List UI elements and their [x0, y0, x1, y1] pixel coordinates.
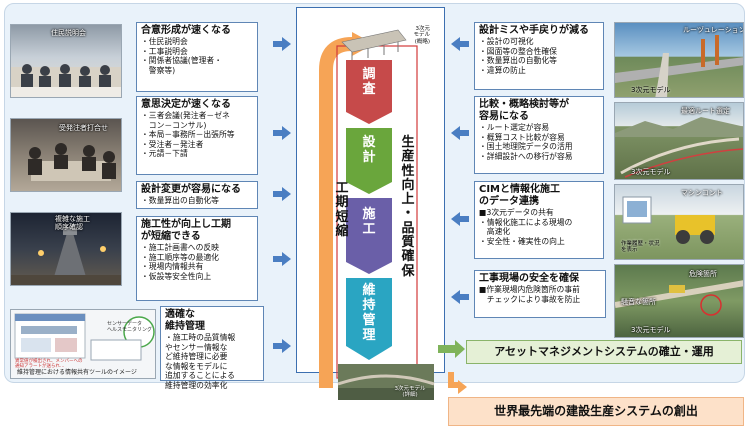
box-heading: 工事現場の安全を確保 — [479, 273, 579, 284]
box-heading: 意思決定が速くなる — [141, 99, 231, 110]
arrow-left-icon — [451, 290, 469, 304]
benefit-fewer-errors: 設計ミスや手戻りが減る ・設計の可視化 ・図面等の整合性確保 ・数量算出の自動化… — [474, 22, 604, 90]
photo-caption: 3次元モデル — [631, 86, 671, 94]
photo-caption: 最適ルート選定 — [681, 107, 730, 115]
world-leading-construction-system: 世界最先端の建設生産システムの創出 — [448, 397, 744, 426]
photo-3d-model-4: 危険箇所 騒音な箇所 3次元モデル — [614, 264, 744, 338]
stage-label-maintenance: 維持管理 — [362, 283, 376, 343]
box-heading: 施工性が向上し工期 — [141, 219, 231, 230]
arrow-right-icon — [273, 187, 291, 201]
stage-label-design: 設計 — [362, 135, 376, 165]
photo-caption: 3次元モデル — [631, 326, 671, 334]
box-heading: 合意形成が速くなる — [141, 25, 231, 36]
box-heading: 適確な — [165, 309, 195, 320]
photo-info-sharing-tool: センサーデータ ヘルスモニタリング 異常値が検出され、メンバーへの 通知アラート… — [10, 309, 156, 379]
photo-3d-model-2: 最適ルート選定 3次元モデル — [614, 102, 744, 180]
arrow-to-asset-icon — [438, 345, 456, 353]
photo-residents-meeting: 住民説明会 — [10, 24, 122, 98]
box-heading: 設計ミスや手戻りが減る — [479, 25, 589, 36]
benefit-consensus: 合意形成が速くなる ・住民説明会 ・工事説明会 ・関係者協議(管理者・ 警察等) — [136, 22, 258, 92]
arrow-right-icon — [273, 126, 291, 140]
asset-management-system: アセットマネジメントシステムの確立・運用 — [466, 340, 742, 364]
benefit-construction: 施工性が向上し工期 が短縮できる ・施工計画書への反映 ・施工順序等の最適化 ・… — [136, 216, 258, 301]
photo-caption: 騒音な箇所 — [621, 298, 656, 306]
photo-caption: 複雑な施工 順序確認 — [55, 215, 90, 231]
model-bottom-caption: 3次元モデル (詳細) — [394, 386, 426, 399]
benefit-comparison: 比較・概略検討等が 容易になる ・ルート選定が容易 ・概算コスト比較が容易 ・国… — [474, 96, 604, 174]
photo-caption: ルーヅュレーション — [683, 26, 744, 34]
box-heading: 維持管理 — [165, 321, 205, 333]
photo-caption: 受発注者打合せ — [59, 124, 108, 132]
stage-label-construction: 施工 — [362, 207, 376, 237]
box-heading: のデータ連携 — [479, 196, 539, 208]
photo-caption: 3次元モデル — [631, 168, 671, 176]
photo-owner-meeting: 受発注者打合せ — [10, 118, 122, 192]
benefit-decision: 意思決定が速くなる ・三者会議(発注者－ゼネ コン－コンサル) ・本局－事務所－… — [136, 96, 258, 175]
arrow-to-asset-icon — [455, 340, 465, 358]
box-heading: 設計変更が容易になる — [141, 184, 241, 195]
photo-caption: 危険箇所 — [689, 270, 717, 278]
box-heading: 比較・概略検討等が — [479, 99, 569, 110]
arrow-right-icon — [273, 252, 291, 266]
photo-caption: マシンコント — [681, 189, 723, 197]
benefit-maintenance: 適確な 維持管理 ・施工時の品質情報 やセンサー情報な ど維持管理に必要 な情報… — [160, 306, 264, 390]
label-schedule-reduction: 工期短縮 — [335, 181, 349, 239]
benefit-design-change: 設計変更が容易になる ・数量算出の自動化等 — [136, 181, 258, 209]
box-heading: CIMと情報化施工 — [479, 184, 561, 195]
arrow-left-icon — [451, 37, 469, 51]
label-productivity-quality: 生産性向上・品質確保 — [401, 135, 415, 279]
arrow-right-icon — [273, 37, 291, 51]
photo-3d-model-3: マシンコント 作業履歴・状況 を表示 — [614, 184, 744, 260]
arrow-down-right-icon — [458, 380, 467, 394]
sensor-caption: センサーデータ ヘルスモニタリング — [107, 321, 153, 333]
arrow-down-right-icon — [448, 372, 460, 388]
stage-label-survey: 調査 — [362, 67, 376, 97]
photo-3d-model-1: ルーヅュレーション 3次元モデル — [614, 22, 744, 98]
arrow-right-icon — [273, 339, 291, 353]
model-top-caption: 3次元 モデル (概略) — [413, 26, 430, 45]
photo-caption: 作業履歴・状況 を表示 — [621, 241, 660, 254]
photo-caption: 維持管理における情報共有ツールのイメージ — [17, 369, 137, 376]
benefit-site-safety: 工事現場の安全を確保 ■作業現場内危険箇所の事前 チェックにより事故を防止 — [474, 270, 606, 318]
arrow-left-icon — [451, 126, 469, 140]
box-heading: 容易になる — [479, 111, 529, 123]
photo-complex-construction: 複雑な施工 順序確認 — [10, 212, 122, 286]
benefit-cim-data: CIMと情報化施工 のデータ連携 ■3次元データの共有 ・情報化施工による現場の… — [474, 181, 604, 259]
box-heading: が短縮できる — [141, 231, 201, 243]
photo-caption: 住民説明会 — [51, 29, 86, 37]
alert-caption: 異常値が検出され、メンバーへの 通知アラートが送られ… — [15, 359, 83, 369]
arrow-left-icon — [451, 212, 469, 226]
